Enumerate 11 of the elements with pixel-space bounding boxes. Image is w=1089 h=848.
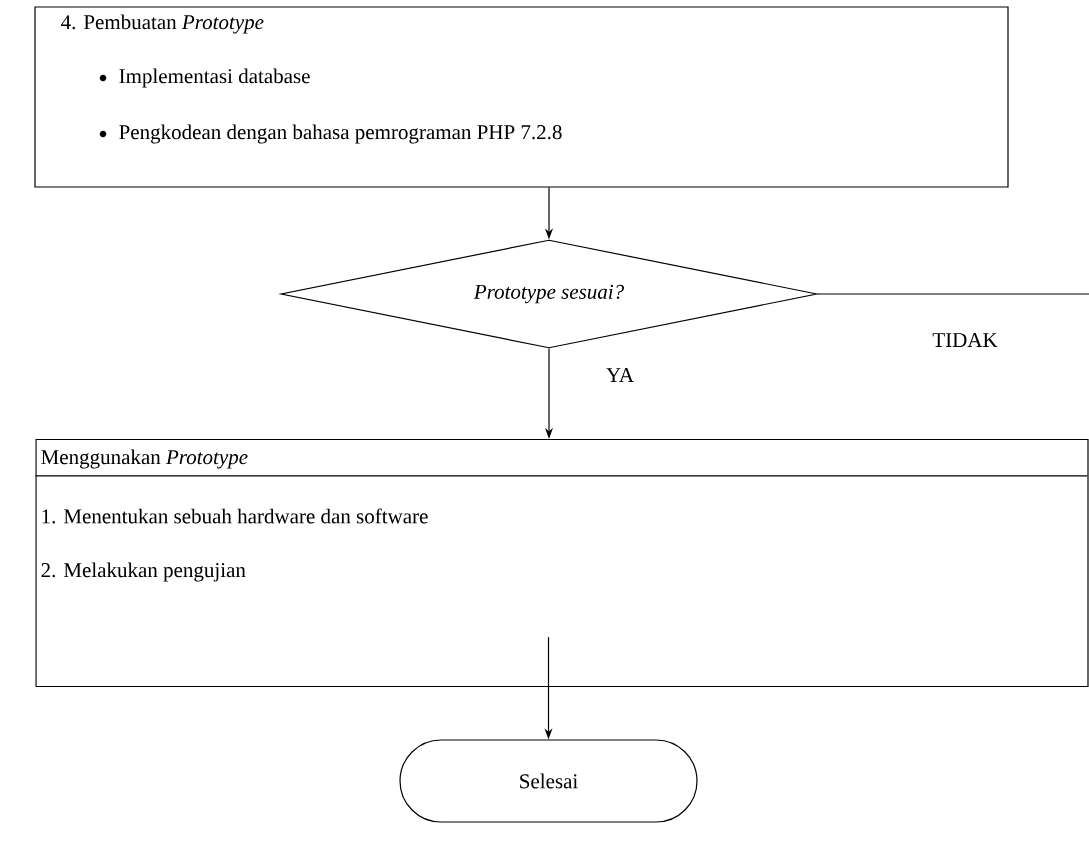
node-label: Selesai xyxy=(520,773,578,789)
edge-label: TIDAK xyxy=(930,331,1000,349)
list-item: 1. Menentukan sebuah hardware dan software xyxy=(42,508,428,524)
connector-line xyxy=(817,293,1089,295)
node-label: Prototype sesuai? xyxy=(473,284,624,304)
list-item: Implementasi database xyxy=(119,68,310,88)
list-item: Pengkodean dengan bahasa pemrograman PHP 7.2.8 xyxy=(119,124,562,144)
box-heading: Menggunakan Prototype xyxy=(41,449,248,469)
edge-label: YA xyxy=(604,366,636,384)
box-heading: 4. Pembuatan Prototype xyxy=(61,14,264,34)
list-item: 2. Melakukan pengujian xyxy=(41,562,246,582)
